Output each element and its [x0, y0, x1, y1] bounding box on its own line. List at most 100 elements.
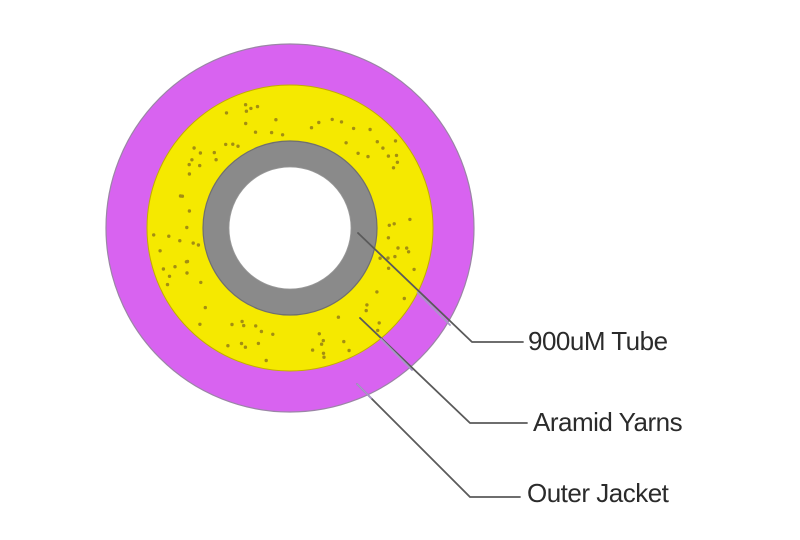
yarn-dot	[264, 358, 268, 363]
yarn-dot	[321, 351, 326, 355]
yarn-dot	[386, 256, 390, 260]
yarn-dot	[224, 111, 229, 115]
yarn-dot	[203, 305, 207, 310]
yarn-dot	[377, 321, 381, 325]
yarn-dot	[366, 154, 370, 159]
yarn-dot	[364, 308, 368, 313]
yarn-dot	[319, 342, 324, 346]
yarn-dot	[187, 172, 192, 176]
yarn-dot	[167, 234, 171, 238]
yarn-dot	[236, 144, 240, 148]
yarn-dot	[192, 146, 196, 150]
yarn-dot	[185, 259, 190, 264]
yarn-dot	[240, 319, 244, 324]
callout-line-light-outer-jacket	[356, 383, 372, 399]
label-outer-jacket: Outer Jacket	[527, 478, 670, 508]
yarn-dot	[165, 282, 170, 287]
yarn-dot	[243, 345, 248, 349]
yarn-dot	[402, 296, 406, 301]
yarn-dot	[344, 141, 348, 145]
yarn-dot	[239, 341, 244, 346]
yarn-dot	[255, 104, 260, 109]
yarn-dot	[187, 209, 192, 213]
yarn-dot	[214, 158, 218, 162]
callout-line-light-900um-tube	[416, 291, 451, 326]
yarn-dot	[310, 348, 315, 352]
yarn-dot	[254, 324, 258, 328]
yarn-dot	[259, 329, 264, 334]
yarn-dot	[173, 265, 177, 269]
yarn-dot	[185, 271, 189, 275]
fiber-core-ring	[228, 166, 352, 290]
yarn-dot	[244, 121, 248, 126]
callout-line-900um-tube	[357, 232, 524, 343]
yarn-dot	[405, 246, 409, 250]
yarn-dot	[256, 341, 261, 346]
yarn-dot	[158, 249, 162, 253]
yarn-dot	[167, 274, 172, 278]
callout-line-aramid-yarns	[359, 317, 528, 424]
yarn-dot	[375, 140, 379, 144]
yarn-dot	[280, 133, 285, 137]
yarn-dot	[408, 217, 412, 222]
yarn-dot	[381, 146, 385, 150]
yarn-dot	[376, 328, 380, 333]
yarn-dot	[375, 290, 379, 294]
yarn-dot	[387, 223, 391, 227]
label-900um-tube: 900uM Tube	[528, 326, 668, 356]
yarn-dot	[190, 158, 194, 162]
yarn-dot	[412, 267, 416, 272]
yarn-dot	[152, 233, 156, 237]
yarn-dot	[395, 160, 400, 164]
yarn-dot	[351, 126, 356, 131]
yarn-dot	[386, 236, 391, 240]
yarn-dot	[185, 225, 189, 230]
yarn-dot	[199, 280, 203, 285]
yarn-dot	[224, 142, 228, 147]
yarn-dot	[365, 303, 369, 307]
yarn-dot	[336, 315, 341, 319]
yarn-dot	[198, 151, 203, 155]
yarn-dot	[391, 166, 396, 170]
yarn-dot	[321, 338, 325, 343]
yarn-dot	[406, 250, 411, 254]
yarn-dot	[187, 162, 191, 167]
yarn-dot	[212, 150, 216, 155]
yarn-dot	[161, 267, 166, 271]
yarn-dot	[180, 194, 185, 198]
aramid-yarn-dots	[152, 103, 416, 363]
yarn-dot	[386, 154, 391, 158]
yarn-dot	[322, 355, 326, 359]
yarn-dot	[274, 118, 278, 122]
yarn-dot	[198, 163, 202, 168]
yarn-dot	[393, 254, 397, 259]
callout-labels: 900uM Tube Aramid Yarns Outer Jacket	[527, 326, 683, 508]
yarn-dot	[271, 332, 275, 336]
yarn-dot	[393, 139, 398, 143]
yarn-dot	[231, 142, 235, 146]
yarn-dot	[339, 120, 344, 124]
yarn-dot	[269, 130, 274, 135]
yarn-dot	[230, 322, 234, 327]
yarn-dot	[196, 243, 201, 247]
yarn-dot	[249, 106, 253, 111]
callout-line-light-aramid-yarns	[380, 338, 413, 371]
yarn-dot	[342, 339, 346, 344]
yarn-dot	[356, 151, 360, 155]
yarn-dot	[243, 103, 248, 107]
cable-rings	[105, 43, 475, 413]
yarn-dot	[368, 127, 372, 132]
yarn-dot	[386, 266, 391, 270]
yarn-dot	[317, 332, 321, 336]
label-aramid-yarns: Aramid Yarns	[533, 407, 683, 437]
yarn-dot	[178, 239, 182, 243]
yarn-dot	[396, 246, 400, 250]
yarn-dot	[242, 323, 246, 328]
yarn-dot	[253, 130, 258, 134]
callout-lines	[356, 232, 528, 498]
callout-line-outer-jacket	[356, 383, 521, 498]
yarn-dot	[198, 322, 202, 326]
yarn-dot	[392, 222, 396, 226]
